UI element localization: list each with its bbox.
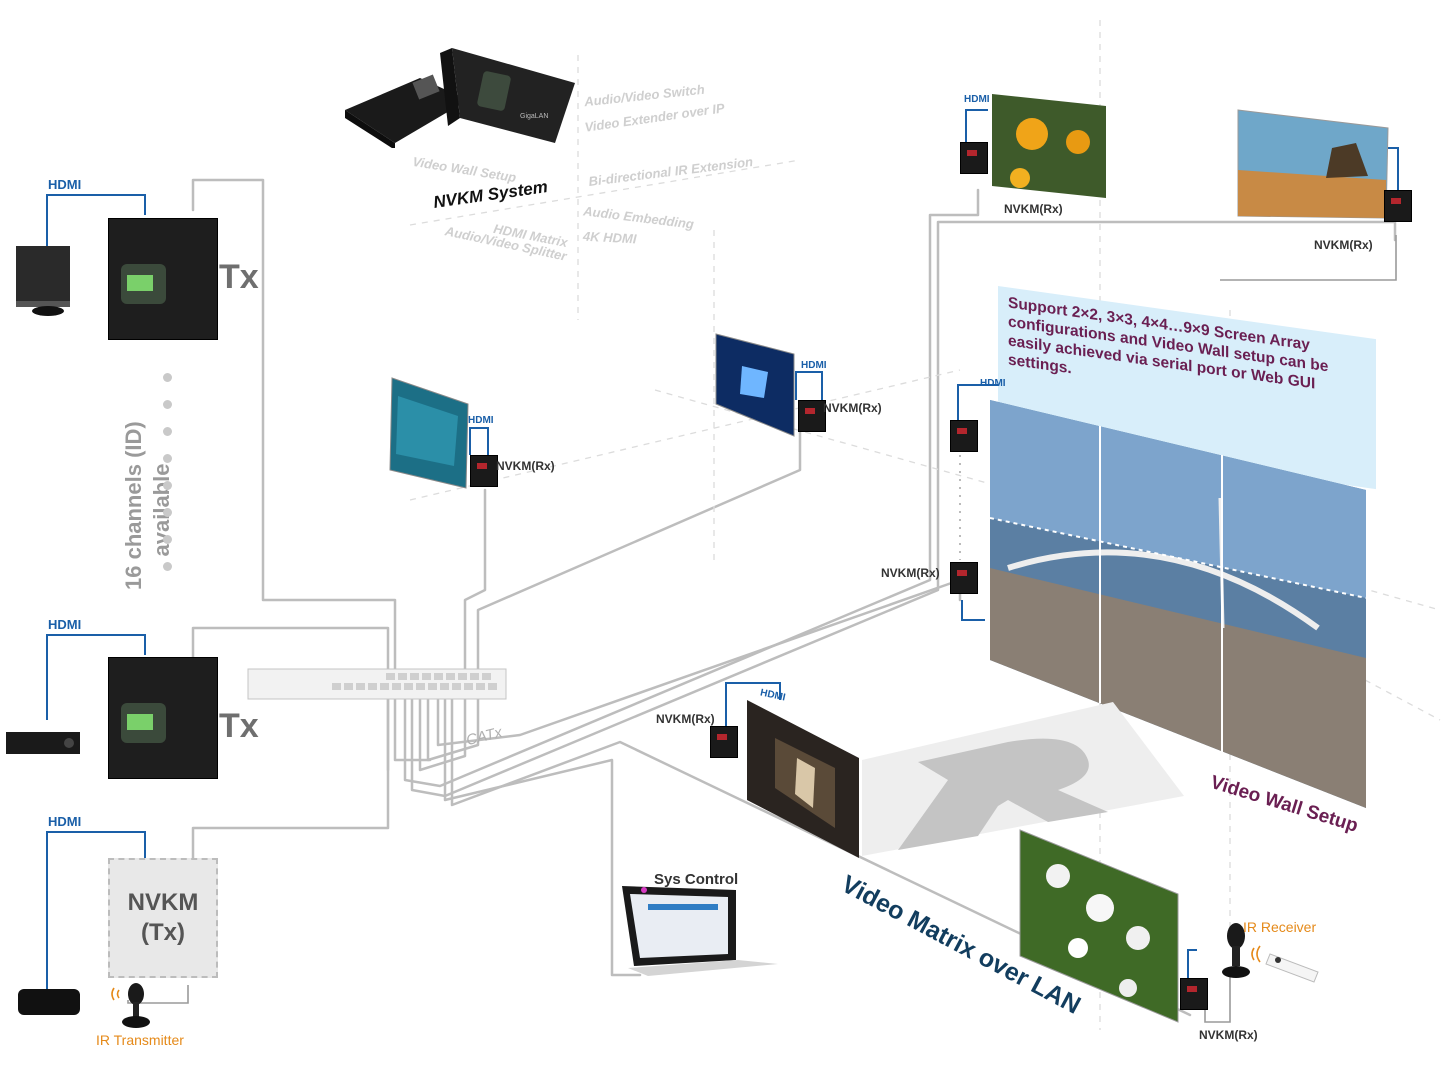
sys-control-label: Sys Control (654, 871, 739, 888)
display-tunnel (747, 700, 859, 858)
hdmi-label-3: HDMI (48, 814, 82, 829)
cable-matrix (450, 698, 1192, 1017)
display-ocean (389, 377, 469, 489)
cable-rx-top1 (403, 188, 980, 788)
cable-tx1 (191, 178, 432, 762)
network-switch (247, 668, 507, 700)
rx-unit-beach (1384, 190, 1412, 222)
rx-unit-marigold (960, 142, 988, 174)
display-marigold (992, 94, 1106, 198)
hdmi-label-windows: HDMI (801, 360, 827, 371)
hdmi-label-marigold: HDMI (964, 94, 990, 105)
rx-unit-flowers (1180, 978, 1208, 1010)
brand-logo-floor (862, 702, 1184, 856)
rx-label-tunnel: NVKM(Rx) (656, 712, 715, 726)
rx-unit-tunnel (710, 726, 738, 758)
hdmi-label-wall: HDMI (980, 378, 1006, 389)
rx-unit-windows (798, 400, 826, 432)
hdmi-label-ocean: HDMI (468, 415, 494, 426)
media-player-icon (18, 989, 80, 1015)
hdmi-label-2: HDMI (48, 617, 82, 632)
av-receiver-icon (6, 732, 80, 754)
display-flowers (1019, 829, 1179, 1023)
video-wall-display (989, 400, 1367, 808)
channel-dots (163, 373, 173, 589)
display-beach (1237, 109, 1389, 219)
tx-unit-2 (108, 657, 218, 779)
nvkm-tx-placeholder: NVKM (Tx) (108, 858, 218, 978)
rx-label-ocean: NVKM(Rx) (496, 459, 555, 473)
svg-text:GigaLAN: GigaLAN (520, 113, 548, 120)
cable-rx-top2 (410, 220, 1397, 798)
nvkm-tx-label: NVKM (Tx) (127, 889, 199, 946)
display-windows (715, 333, 795, 437)
rx-label-wall: NVKM(Rx) (881, 566, 940, 580)
ir-transmitter-label: IR Transmitter (96, 1032, 184, 1048)
rx-label-beach: NVKM(Rx) (1314, 238, 1373, 252)
ir-transmitter-icon (111, 983, 150, 1028)
tx-label-1: Tx (219, 258, 259, 296)
hdmi-label-1: HDMI (48, 177, 82, 192)
laptop-icon (622, 886, 778, 976)
rx-unit-wall-1 (950, 420, 978, 452)
game-console-icon (16, 246, 70, 316)
rx-unit-wall-2 (950, 562, 978, 594)
tx-unit-1 (108, 218, 218, 340)
ir-receiver-label: IR Receiver (1243, 919, 1317, 935)
tx-label-2: Tx (219, 707, 259, 745)
rx-label-marigold: NVKM(Rx) (1004, 202, 1063, 216)
ir-receiver-icon (1222, 923, 1319, 983)
cable-tx3 (191, 698, 390, 862)
rx-label-flowers: NVKM(Rx) (1199, 1028, 1258, 1042)
feature-4k-hdmi: 4K HDMI (582, 228, 637, 247)
nvkm-product-image: GigaLAN (345, 48, 575, 148)
cable-laptop (443, 698, 642, 977)
rx-unit-ocean (470, 455, 498, 487)
rx-label-windows: NVKM(Rx) (823, 401, 882, 415)
